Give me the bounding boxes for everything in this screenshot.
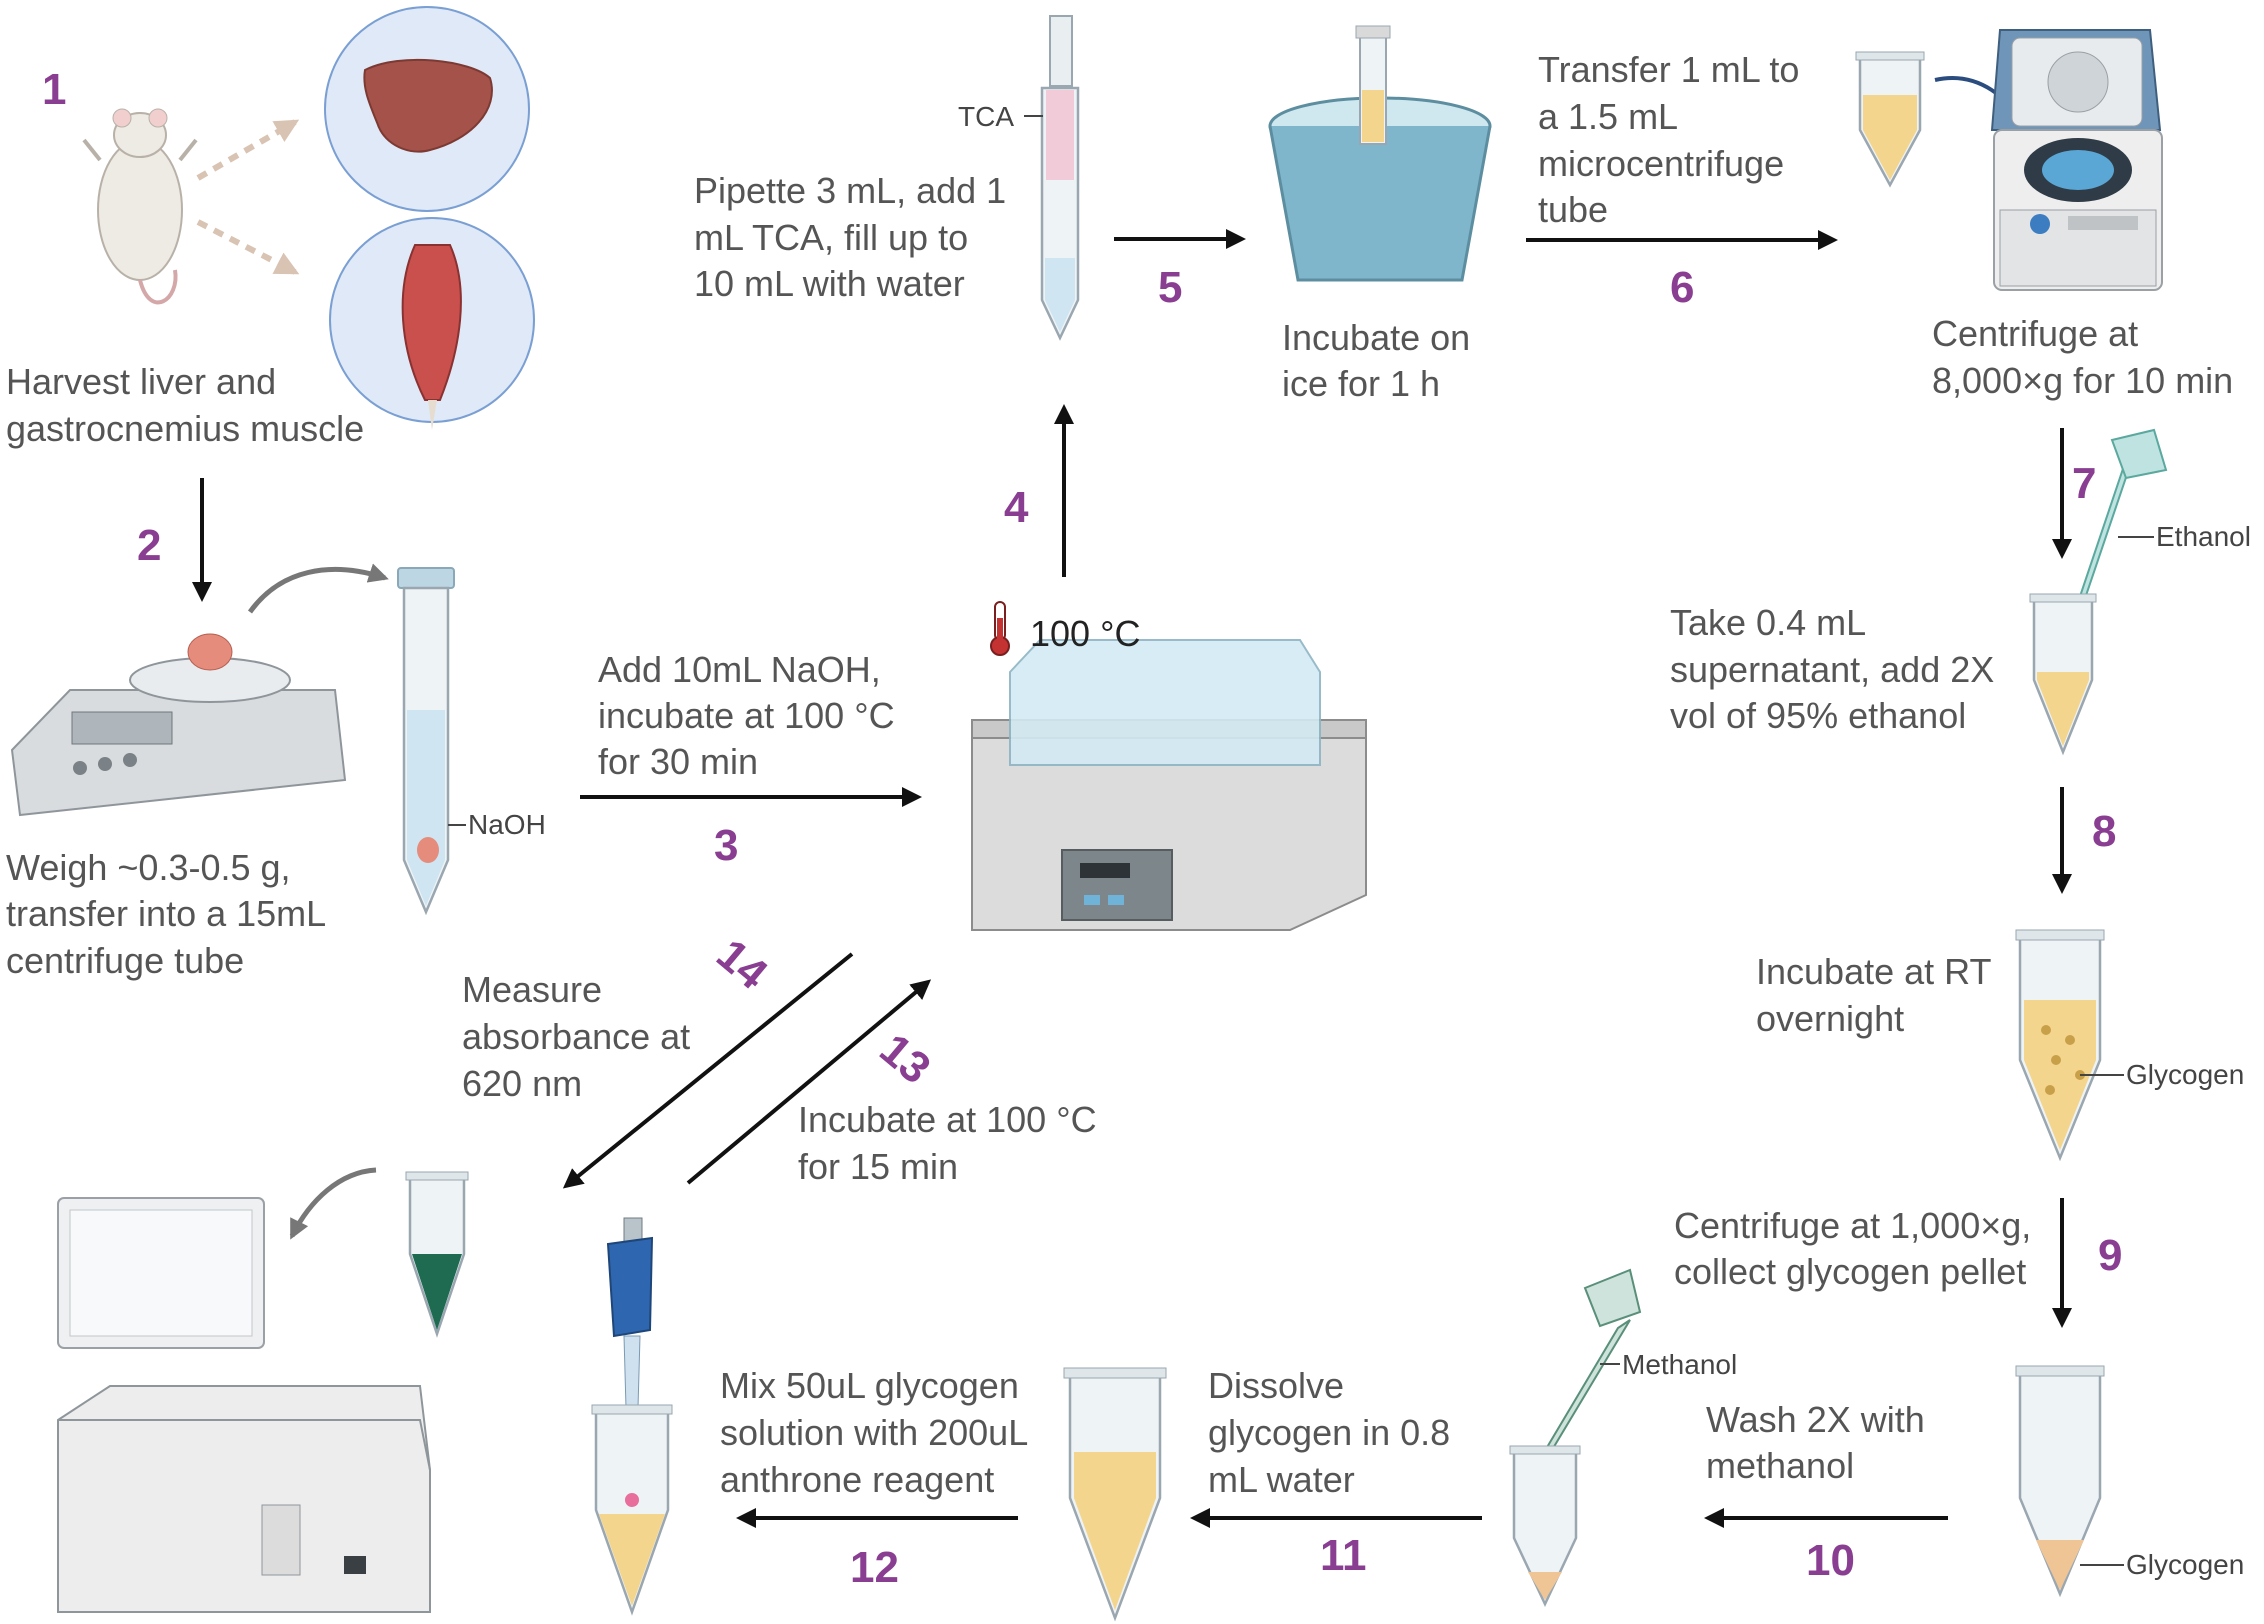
step-4-caption: Pipette 3 mL, add 1 mL TCA, fill up to 1…	[694, 170, 1016, 304]
ice-bucket-icon	[1268, 25, 1492, 282]
microtube-icon	[591, 1404, 673, 1616]
arrow-step-15	[562, 952, 854, 1189]
microtube-icon	[2015, 929, 2105, 1162]
step-3-caption: Add 10mL NaOH, incubate at 100 °C for 30…	[598, 649, 905, 782]
liver-icon	[324, 6, 530, 212]
microtube-icon	[1855, 51, 1925, 188]
balance-icon	[10, 657, 347, 817]
plate-reader-icon	[57, 1385, 431, 1613]
step-13-caption: Mix 50uL glycogen solution with 200uL an…	[720, 1365, 1037, 1500]
methanol-label: Methanol	[1622, 1349, 1737, 1380]
step-9-caption: Incubate at RT overnight	[1756, 951, 2001, 1039]
glycogen-suspended-label: Glycogen	[2126, 1059, 2244, 1090]
tube-15ml-icon	[1040, 15, 1080, 341]
well-plate-icon	[57, 1197, 265, 1349]
step-2-caption: Weigh ~0.3-0.5 g, transfer into a 15mL c…	[6, 847, 335, 981]
arrow-step-14	[686, 979, 932, 1185]
centrifuge-icon	[1990, 29, 2163, 291]
step-number-2: 2	[137, 521, 161, 570]
step-number-3: 3	[714, 821, 738, 870]
step-number-4: 4	[1004, 483, 1029, 532]
step-number-8: 8	[2092, 807, 2116, 856]
step-11-caption: Wash 2X with methanol	[1706, 1399, 1935, 1486]
tube-15ml-icon	[397, 567, 455, 916]
step-number-9: 9	[2098, 1231, 2122, 1280]
mouse-icon	[82, 108, 198, 305]
muscle-icon	[329, 217, 535, 430]
microtube-icon	[405, 1171, 469, 1338]
microtube-icon	[2015, 1365, 2105, 1598]
step-number-7: 7	[2072, 459, 2096, 508]
temperature-label: 100 °C	[1030, 613, 1140, 654]
step-number-5: 5	[1158, 263, 1182, 312]
step-8-caption: Take 0.4 mL supernatant, add 2X vol of 9…	[1670, 602, 2004, 736]
step-7-caption: Centrifuge at 8,000×g for 10 min	[1932, 313, 2233, 401]
step-number-6: 6	[1670, 263, 1694, 312]
step-10-caption: Centrifuge at 1,000×g, collect glycogen …	[1674, 1205, 2041, 1292]
step-number-13: 13	[871, 1024, 940, 1093]
step-5-caption: Incubate on ice for 1 h	[1282, 317, 1480, 404]
naoh-label: NaOH	[468, 809, 546, 840]
step-number-11: 11	[1320, 1531, 1367, 1580]
step-14-caption: Incubate at 100 °C for 15 min	[798, 1099, 1107, 1187]
step-15-caption: Measure absorbance at 620 nm	[462, 969, 700, 1104]
microtube-icon	[1509, 1445, 1581, 1607]
microtube-icon	[1063, 1367, 1167, 1622]
thermometer-icon	[990, 601, 1010, 656]
step-12-caption: Dissolve glycogen in 0.8 mL water	[1208, 1365, 1460, 1500]
tissue-icon	[187, 633, 233, 671]
step-number-14: 14	[707, 930, 776, 999]
microtube-icon	[2029, 593, 2097, 756]
glycogen-pellet-label: Glycogen	[2126, 1549, 2244, 1580]
tca-label: TCA	[958, 101, 1014, 132]
water-bath-icon	[971, 639, 1367, 931]
step-number-10: 10	[1806, 1536, 1855, 1585]
step-number-1: 1	[42, 65, 66, 114]
step-6-caption: Transfer 1 mL to a 1.5 mL microcentrifug…	[1538, 49, 1809, 230]
step-1-caption: Harvest liver and gastrocnemius muscle	[6, 361, 364, 449]
step-number-12: 12	[850, 1543, 899, 1592]
ethanol-label: Ethanol	[2156, 521, 2251, 552]
pipette-icon	[1523, 1268, 1642, 1487]
